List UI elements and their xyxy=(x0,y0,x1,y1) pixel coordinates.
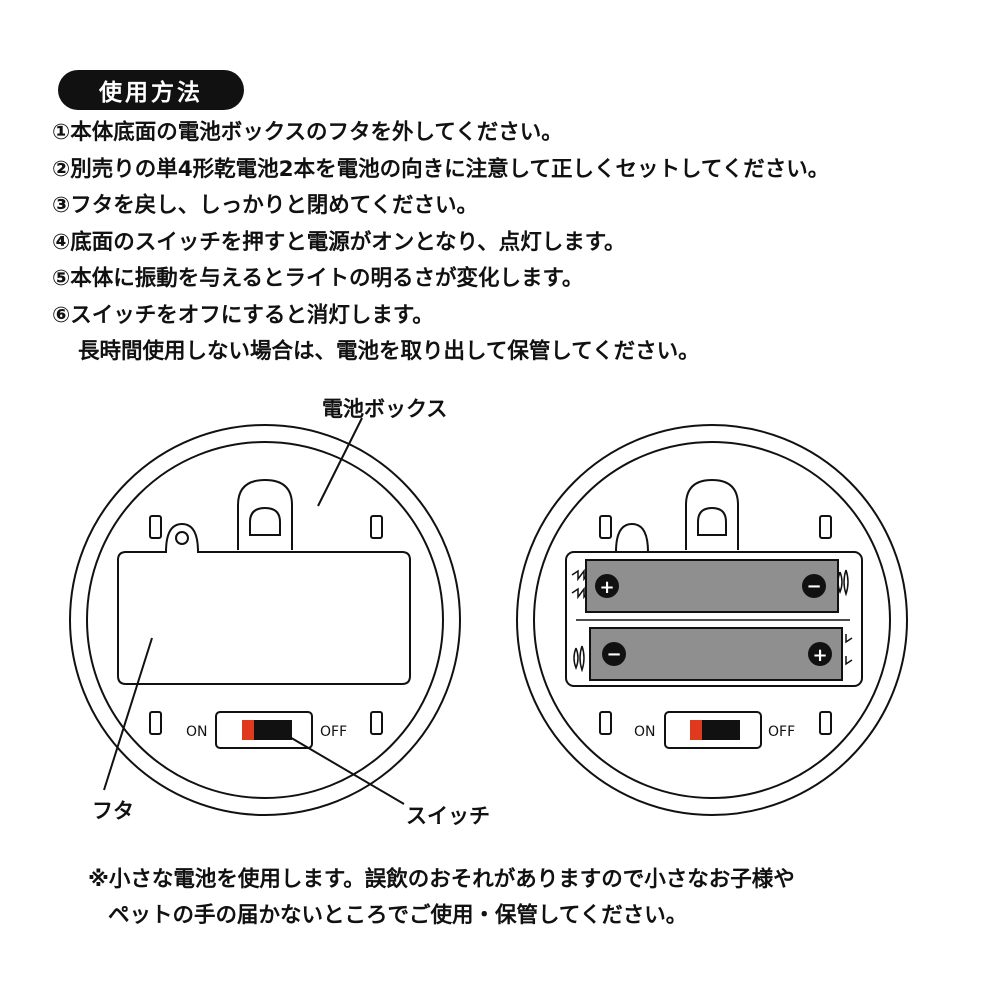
step-2: ②別売りの単4形乾電池2本を電池の向きに注意して正しくセットしてください。 xyxy=(52,156,830,182)
safety-note-line-2: ペットの手の届かないところでご使用・保管してください。 xyxy=(108,903,688,928)
right-device-outer-ring xyxy=(516,424,908,816)
left-switch-on-indicator xyxy=(242,720,254,740)
left-slot-top-left xyxy=(149,515,162,539)
section-title-badge: 使用方法 xyxy=(58,70,244,110)
leader-line-battery-box xyxy=(317,417,363,507)
right-slot-bottom-right xyxy=(819,711,832,735)
top-right-spring-icon xyxy=(837,569,849,597)
right-hanging-loop-hole xyxy=(697,506,727,536)
left-hanging-loop xyxy=(237,478,293,550)
battery-compartment xyxy=(565,551,863,687)
right-lid-tab-notch xyxy=(615,522,649,553)
right-slot-bottom-left xyxy=(599,711,612,735)
battery-top-minus-icon xyxy=(802,574,826,598)
battery-bottom-plus-label: + xyxy=(812,645,827,666)
right-switch-off-label: OFF xyxy=(768,724,795,740)
lid-screw-icon xyxy=(175,531,189,545)
right-device-inner-ring xyxy=(533,441,891,799)
section-title: 使用方法 xyxy=(99,80,203,106)
battery-lid xyxy=(117,522,411,685)
battery-bottom-minus-icon xyxy=(602,642,626,666)
left-switch-off-label: OFF xyxy=(320,724,347,740)
battery-box-label: 電池ボックス xyxy=(322,397,447,421)
step-6-note: 長時間使用しない場合は、電池を取り出して保管してください。 xyxy=(78,339,700,364)
battery-bottom xyxy=(589,627,843,681)
right-hanging-loop xyxy=(685,478,739,550)
battery-top-plus-icon xyxy=(595,574,619,598)
leader-line-lid xyxy=(103,637,153,791)
device-diagram: + − − + ON OFF ON OFF 電池ボックス フタ スイッチ xyxy=(69,397,908,828)
switch-label: スイッチ xyxy=(406,804,490,828)
left-slot-bottom-left xyxy=(149,711,162,735)
battery-top-minus-label: − xyxy=(806,576,821,597)
left-switch-housing xyxy=(215,711,313,749)
left-device-inner-ring xyxy=(86,441,444,799)
left-switch-slider xyxy=(242,720,292,740)
right-switch-housing xyxy=(664,711,762,749)
right-switch-on-indicator xyxy=(690,720,702,740)
safety-notes: ※小さな電池を使用します。誤飲のおそれがありますので小さなお子様や ペットの手の… xyxy=(88,862,795,934)
right-device-bottom-view xyxy=(516,424,908,816)
lid-label: フタ xyxy=(92,799,134,823)
right-switch-slider xyxy=(690,720,740,740)
instruction-steps: ①本体底面の電池ボックスのフタを外してください。 ②別売りの単4形乾電池2本を電… xyxy=(52,115,829,371)
step-1: ①本体底面の電池ボックスのフタを外してください。 xyxy=(52,120,563,145)
left-slot-bottom-right xyxy=(370,711,383,735)
right-switch-on-label: ON xyxy=(634,724,656,740)
bottom-left-spring-icon xyxy=(573,645,585,673)
right-slot-top-right xyxy=(819,515,832,539)
battery-top-plus-label: + xyxy=(599,577,614,598)
step-3: ③フタを戻し、しっかりと閉めてください。 xyxy=(52,193,479,218)
left-hanging-loop-hole xyxy=(249,506,281,536)
left-slot-top-right xyxy=(370,515,383,539)
step-5: ⑤本体に振動を与えるとライトの明るさが変化します。 xyxy=(52,266,584,291)
left-device-outer-ring xyxy=(69,424,461,816)
left-device-bottom-view xyxy=(69,424,461,816)
step-6: ⑥スイッチをオフにすると消灯します。 xyxy=(52,302,434,328)
right-slot-top-left xyxy=(599,515,612,539)
bottom-right-contact-icon xyxy=(845,634,853,666)
battery-bottom-minus-label: − xyxy=(606,644,621,665)
safety-note-line-1: ※小さな電池を使用します。誤飲のおそれがありますので小さなお子様や xyxy=(88,867,795,892)
battery-bottom-plus-icon xyxy=(808,642,832,666)
leader-line-switch xyxy=(287,735,405,805)
left-switch-on-label: ON xyxy=(186,724,208,740)
step-4: ④底面のスイッチを押すと電源がオンとなり、点灯します。 xyxy=(52,229,626,255)
battery-top xyxy=(585,559,839,613)
